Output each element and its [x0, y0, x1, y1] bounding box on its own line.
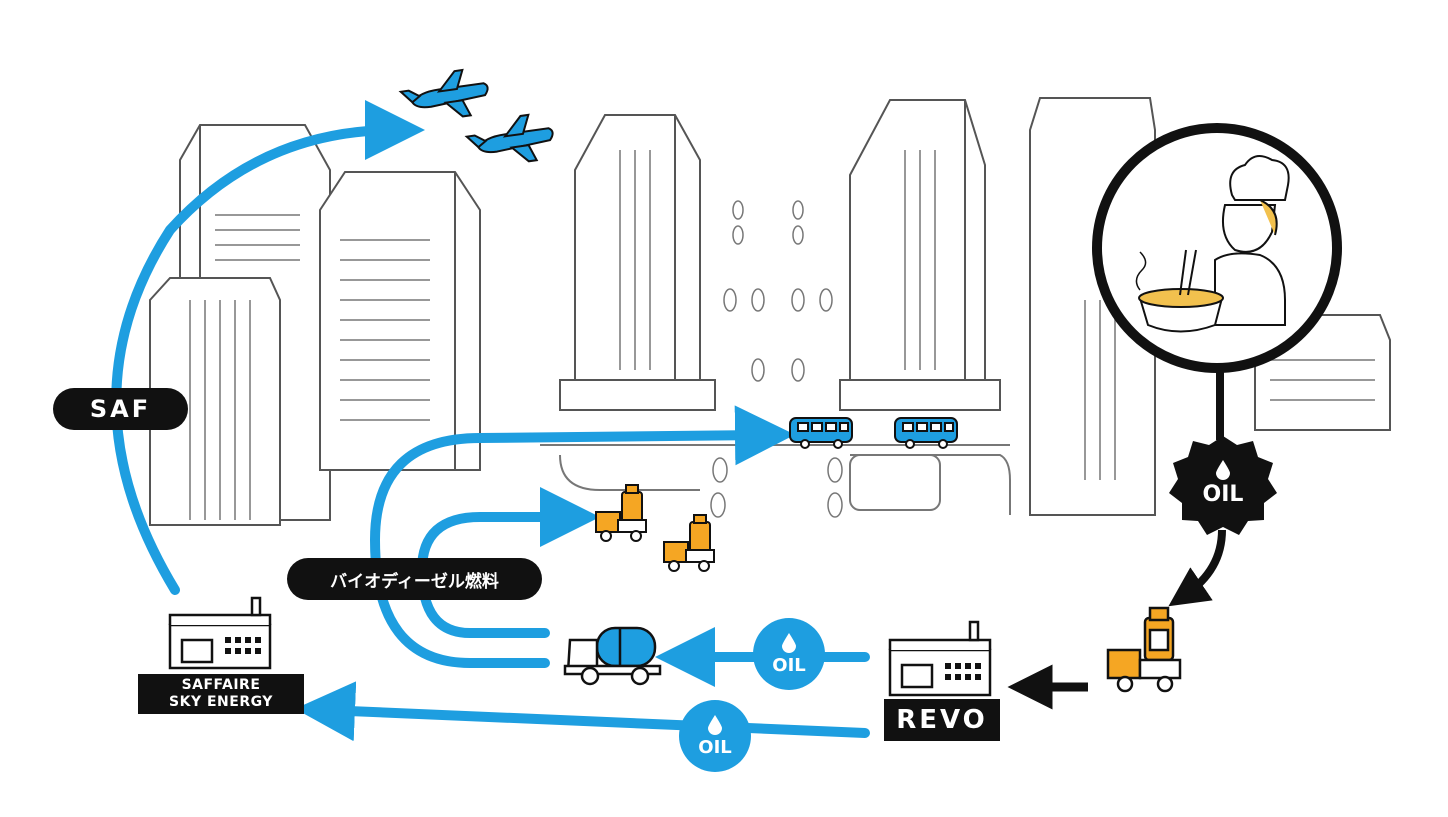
small-oil-truck-icon — [663, 514, 715, 572]
tanker-truck-icon — [563, 626, 662, 686]
saf-label: SAF — [53, 388, 188, 430]
airplane-icon — [398, 68, 489, 118]
chef-icon — [1214, 155, 1290, 326]
city-skyline — [149, 97, 1391, 526]
cooking-pot-icon — [1135, 249, 1224, 333]
revo-label: REVO — [884, 699, 1000, 741]
oil-badge-upper-text: OIL — [772, 654, 806, 676]
oil-drop-icon — [1216, 459, 1230, 480]
saffaire-sky-energy-label: SAFFAIRE SKY ENERGY — [138, 674, 304, 714]
bus-icon — [894, 417, 958, 449]
building-left-low — [149, 277, 281, 526]
saffaire-factory-icon — [168, 596, 272, 670]
saffaire-label-line2: SKY ENERGY — [169, 694, 273, 710]
chef-frying-circle — [1092, 123, 1342, 373]
oil-source-starburst — [1169, 436, 1277, 535]
oil-drop-icon — [782, 632, 796, 653]
biodiesel-label: バイオディーゼル燃料 — [287, 558, 542, 600]
oil-to-truck-arrow — [1168, 529, 1226, 607]
oil-collection-truck-icon — [1106, 606, 1182, 693]
oil-drop-icon — [708, 714, 722, 735]
saffaire-label-line1: SAFFAIRE — [181, 677, 261, 693]
oil-badge-lower-text: OIL — [698, 736, 732, 758]
building-right-center — [839, 99, 1001, 411]
building-center-left — [319, 171, 481, 471]
bus-icon — [789, 417, 853, 449]
saffaire-to-airplane-arrow — [111, 100, 425, 595]
small-oil-truck-icon — [595, 484, 647, 542]
oil-badge-source: OIL — [1175, 435, 1271, 531]
airplane-icon — [464, 113, 554, 163]
oil-badge-source-text: OIL — [1202, 481, 1244, 507]
oil-badge-lower: OIL — [679, 700, 751, 772]
oil-badge-upper: OIL — [753, 618, 825, 690]
revo-factory-icon — [888, 620, 992, 697]
avenue-trees — [710, 200, 843, 518]
roads — [540, 444, 1011, 515]
biodiesel-to-bus-arrow — [369, 405, 795, 668]
revo-to-saffaire-arrow — [295, 681, 870, 742]
building-center — [559, 114, 716, 411]
